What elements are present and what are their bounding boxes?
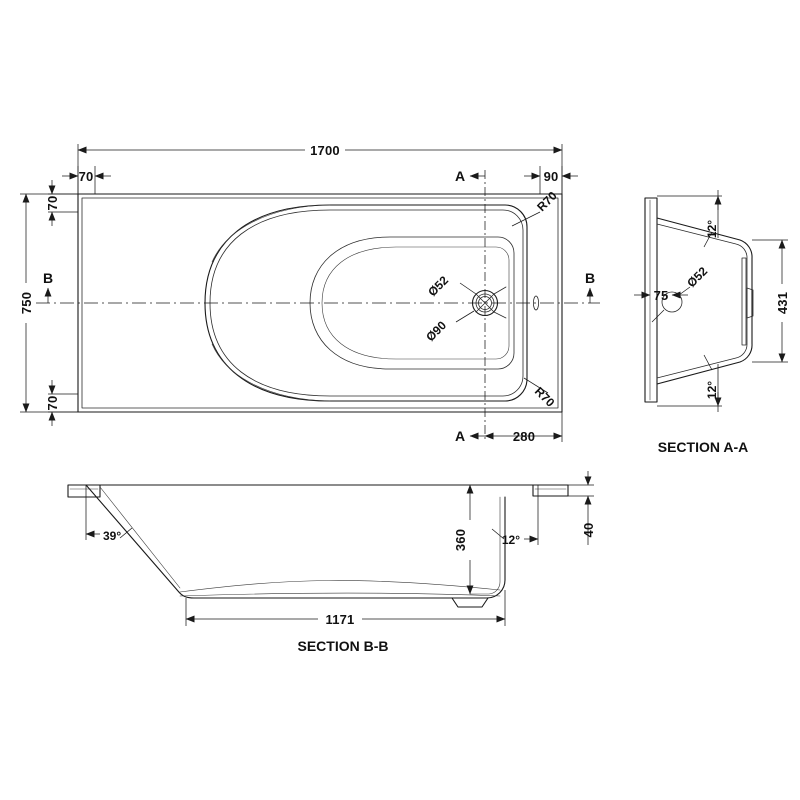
dim-waste-offset: 280 (484, 412, 563, 444)
bb-left-rim-plate (67, 484, 101, 498)
section-mark-b-right: B (585, 270, 595, 286)
aa-left-rim-plate (644, 197, 658, 403)
bb-rim-thickness-label: 40 (581, 523, 596, 538)
bb-head-angle-label: 39° (103, 529, 121, 543)
aa-waste-inset-label: 75 (654, 288, 669, 303)
bb-base-floor-hairline-2 (179, 592, 501, 597)
aa-body-outline (656, 217, 753, 385)
dim-aa-angle-bottom: 12° (657, 354, 722, 412)
r70-top-leader (511, 211, 541, 227)
dim-bb-head-angle: 39° (85, 485, 133, 543)
bb-base-floor-hairline (179, 580, 501, 593)
waste-leader-tick-lower (493, 311, 507, 319)
section-bb-view: 39° 12° 40 360 1171 (67, 471, 596, 654)
plan-view: Ø52 Ø90 R70 R70 1700 70 (19, 143, 600, 444)
dim-bb-depth: 360 (453, 484, 474, 595)
aa-grip-handle (746, 287, 754, 319)
plan-bowl-base-outer (309, 236, 515, 370)
r70-bottom-leader (523, 377, 549, 394)
dim-overall-width: 750 (19, 193, 78, 413)
plan-bowl-base-inner (321, 246, 510, 360)
plan-rim-left-label: 70 (79, 169, 94, 184)
dim-aa-waste-inset: 75 (634, 288, 688, 303)
bb-base-length-label: 1171 (325, 612, 354, 627)
plan-head-blend-top (211, 204, 331, 263)
waste-leader-tick-upper (493, 286, 507, 295)
leader-aa-angle-top (703, 231, 713, 248)
plan-rim-bottom-label: 70 (45, 396, 60, 411)
plan-waste-offset-label: 280 (513, 429, 535, 444)
section-b-cut: B B (43, 270, 595, 303)
plan-bowl-outer-offset (209, 209, 524, 397)
d52-leader-line (459, 282, 477, 295)
aa-height-label: 431 (775, 292, 790, 314)
dim-rim-right: 90 (524, 166, 578, 194)
plan-rim-right-label: 90 (544, 169, 559, 184)
bb-head-slope-hairline (99, 486, 181, 589)
plan-overall-length-label: 1700 (310, 143, 340, 158)
bb-foot-angle-label: 12° (502, 533, 520, 547)
aa-d52-leader-upper (678, 286, 691, 296)
section-aa-view: Ø52 75 12° 12° (634, 190, 790, 455)
dim-bb-foot-angle: 12° (491, 485, 539, 547)
dim-rim-bottom: 70 (45, 380, 78, 426)
plan-overflow-slot (533, 295, 540, 311)
section-bb-title: SECTION B-B (298, 638, 389, 654)
dim-rim-top: 70 (45, 180, 78, 226)
dim-aa-height: 431 (752, 239, 790, 363)
section-mark-b-left: B (43, 270, 53, 286)
plan-head-blend-bottom (211, 343, 331, 402)
dim-bb-rim-thickness: 40 (568, 471, 596, 545)
plan-bowl-outer (204, 204, 528, 402)
bb-waste-boss (451, 597, 489, 608)
section-aa-title: SECTION A-A (658, 439, 748, 455)
plan-rim-top-label: 70 (45, 196, 60, 211)
aa-overflow-recess (741, 257, 747, 346)
section-mark-a-bottom: A (455, 428, 465, 444)
dim-bb-base-length: 1171 (185, 590, 506, 627)
aa-taper-top-label: 12° (705, 220, 719, 238)
section-a-cut: A A (455, 168, 486, 444)
plan-overall-width-label: 750 (19, 292, 34, 314)
bb-body-profile (85, 484, 506, 599)
bb-right-wall-inner (469, 496, 501, 595)
leader-aa-angle-bot (703, 354, 713, 371)
dim-overall-length: 1700 (77, 143, 563, 194)
aa-taper-bottom-label: 12° (705, 381, 719, 399)
dim-rim-left: 70 (62, 166, 111, 194)
bb-depth-label: 360 (453, 529, 468, 551)
d90-leader-line (455, 310, 475, 323)
dim-aa-angle-top: 12° (657, 190, 722, 248)
section-mark-a-top: A (455, 168, 465, 184)
leader-39 (119, 527, 133, 539)
aa-d52-leader-lower (651, 309, 665, 323)
leader-bb12 (491, 528, 505, 540)
